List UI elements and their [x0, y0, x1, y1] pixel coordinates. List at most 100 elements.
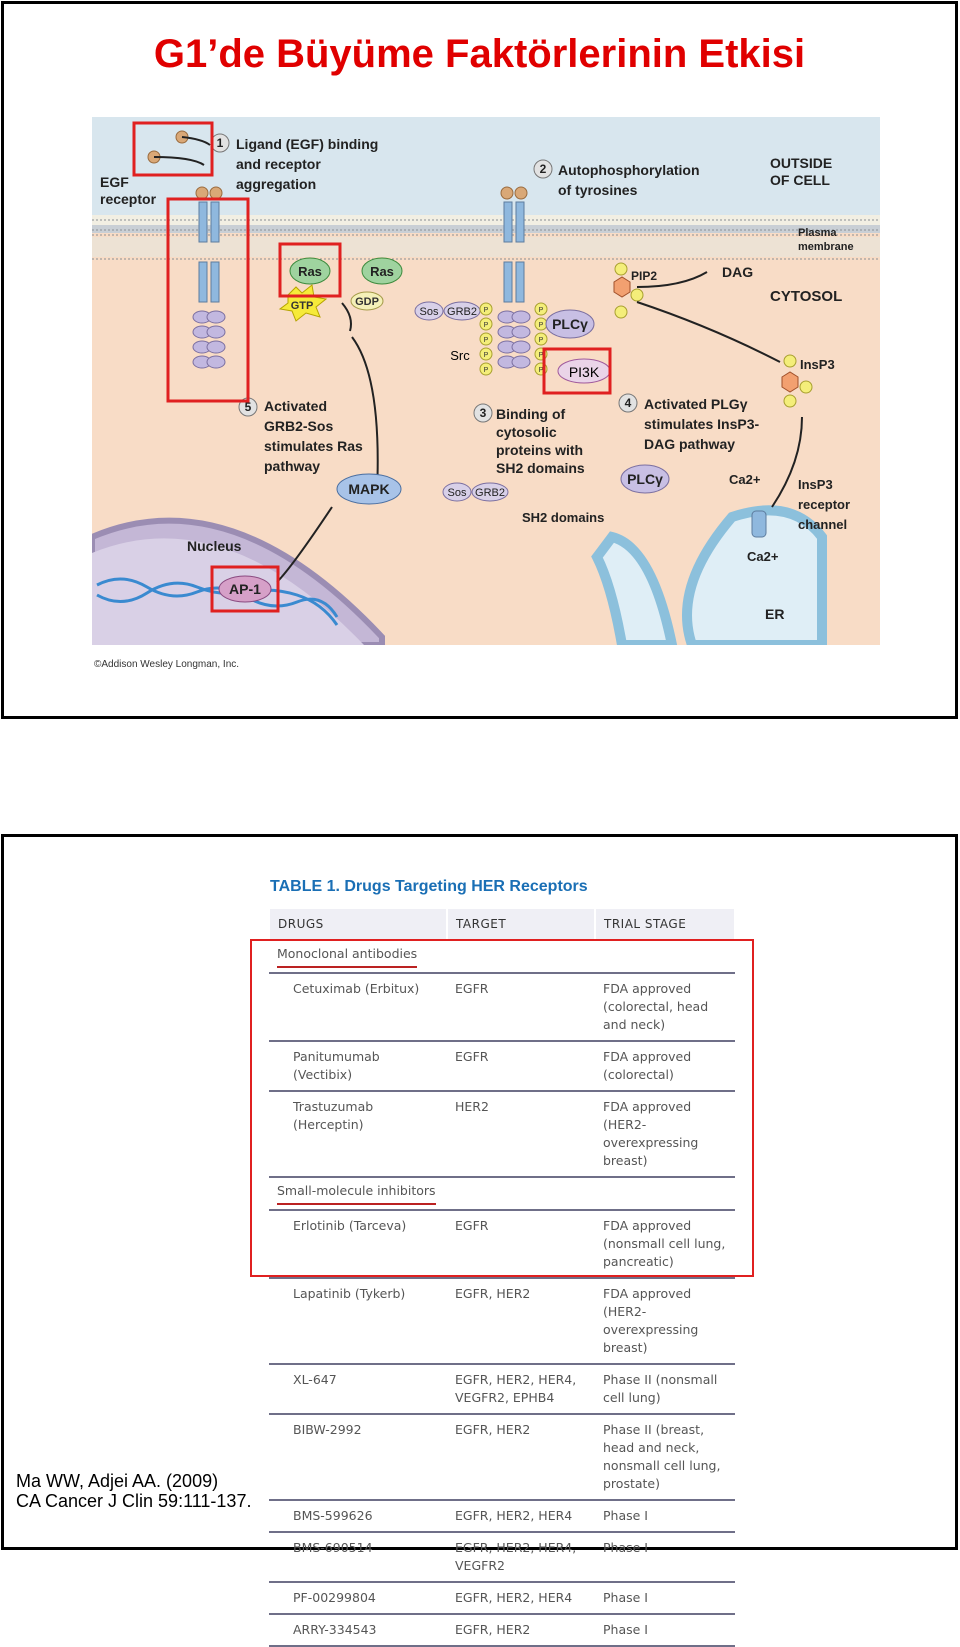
- section-label: Small-molecule inhibitors: [277, 1182, 436, 1205]
- phospho-label: P: [484, 367, 489, 374]
- outside-label-1: OUTSIDE: [770, 155, 832, 171]
- step-4-line-2: stimulates InsP3-: [644, 416, 759, 432]
- column-header-drugs: DRUGS: [268, 907, 448, 941]
- drug-cell: XL-647: [269, 1364, 447, 1415]
- egf-signaling-diagram: Ras Ras GTP GDP Sos GRB2 P P P P P P P P…: [92, 117, 880, 645]
- target-cell: EGFR, HER2, HER4: [447, 1582, 595, 1615]
- grb2-free-label: GRB2: [475, 487, 505, 499]
- target-cell: EGFR, HER2: [447, 1414, 595, 1501]
- step-4-number: 4: [625, 396, 632, 410]
- ca-er-label: Ca2+: [747, 549, 779, 564]
- column-header-trial-stage: TRIAL STAGE: [594, 907, 736, 941]
- drug-cell: Panitumumab (Vectibix): [269, 1041, 447, 1092]
- step-5-line-3: stimulates Ras: [264, 438, 363, 454]
- step-2-line-1: Autophosphorylation: [558, 162, 700, 178]
- step-3-line-4: SH2 domains: [496, 460, 585, 476]
- citation-line-2: CA Cancer J Clin 59:111-137.: [16, 1491, 252, 1511]
- step-2-number: 2: [540, 162, 547, 176]
- step-1-line-1: Ligand (EGF) binding: [236, 136, 378, 152]
- section-cell: Small-molecule inhibitors: [269, 1177, 735, 1211]
- drug-cell: Cetuximab (Erbitux): [269, 973, 447, 1042]
- table-header-row: DRUGS TARGET TRIAL STAGE: [268, 907, 736, 941]
- gtp-label: GTP: [291, 300, 314, 312]
- step-4-line-3: DAG pathway: [644, 436, 735, 452]
- step-1-line-2: and receptor: [236, 156, 321, 172]
- step-3-line-3: proteins with: [496, 442, 583, 458]
- stage-cell: Phase I: [595, 1614, 735, 1647]
- stage-cell: Phase I: [595, 1500, 735, 1533]
- step-5-line-1: Activated: [264, 398, 327, 414]
- column-header-target: TARGET: [446, 907, 596, 941]
- ca-label: Ca2+: [729, 472, 761, 487]
- target-cell: EGFR: [447, 973, 595, 1042]
- plasma-label-1: Plasma: [798, 227, 837, 239]
- slide-growth-factors: G1’de Büyüme Faktörlerinin Etkisi: [1, 1, 958, 719]
- phospho-label: P: [484, 352, 489, 359]
- drug-cell: Lapatinib (Tykerb): [269, 1278, 447, 1365]
- stage-cell: Phase II (breast, head and neck, nonsmal…: [595, 1414, 735, 1501]
- target-cell: EGFR, HER2, HER4: [447, 1500, 595, 1533]
- stage-cell: FDA approved (HER2-overexpressing breast…: [595, 1091, 735, 1178]
- plcg-free-label: PLCγ: [627, 471, 663, 487]
- slide-her-drugs: TABLE 1. Drugs Targeting HER Receptors D…: [1, 834, 958, 1647]
- er-label: ER: [765, 606, 784, 622]
- egf-receptor-label-1: EGF: [100, 174, 129, 190]
- grb2-label: GRB2: [447, 306, 477, 318]
- stage-cell: FDA approved (nonsmall cell lung, pancre…: [595, 1210, 735, 1279]
- sos-free-label: Sos: [448, 487, 467, 499]
- drug-cell: BMS-690514: [269, 1532, 447, 1583]
- phospho-label: P: [484, 337, 489, 344]
- drug-cell: Trastuzumab (Herceptin): [269, 1091, 447, 1178]
- channel-label-3: channel: [798, 517, 847, 532]
- drug-table-panel: TABLE 1. Drugs Targeting HER Receptors D…: [268, 878, 740, 1647]
- phospho-label: P: [539, 337, 544, 344]
- drug-cell: Erlotinib (Tarceva): [269, 1210, 447, 1279]
- cytosol-label: CYTOSOL: [770, 288, 842, 305]
- step-2-line-2: of tyrosines: [558, 182, 638, 198]
- pi3k-label: PI3K: [569, 364, 600, 380]
- phospho-label: P: [484, 307, 489, 314]
- table-section-row: Monoclonal antibodies: [269, 940, 735, 974]
- citation-line-1: Ma WW, Adjei AA. (2009): [16, 1471, 219, 1491]
- phospho-label: P: [539, 367, 544, 374]
- pip2-label: PIP2: [631, 269, 657, 283]
- table-section-row: Small-molecule inhibitors: [269, 1177, 735, 1211]
- diagram-copyright: ©Addison Wesley Longman, Inc.: [94, 659, 240, 670]
- insp3-label: InsP3: [800, 357, 835, 372]
- highlight-box: [250, 939, 754, 1277]
- drug-cell: BIBW-2992: [269, 1414, 447, 1501]
- stage-cell: FDA approved (HER2-overexpressing breast…: [595, 1278, 735, 1365]
- drug-cell: PF-00299804: [269, 1582, 447, 1615]
- step-3-number: 3: [480, 406, 487, 420]
- stage-cell: FDA approved (colorectal, head and neck): [595, 973, 735, 1042]
- section-label: Monoclonal antibodies: [277, 945, 418, 968]
- target-cell: EGFR, HER2, HER4, VEGFR2, EPHB4: [447, 1364, 595, 1415]
- table-title: TABLE 1. Drugs Targeting HER Receptors: [270, 878, 588, 895]
- sos-label: Sos: [420, 306, 439, 318]
- channel-label-1: InsP3: [798, 477, 833, 492]
- drug-cell: BMS-599626: [269, 1500, 447, 1533]
- phospho-label: P: [539, 352, 544, 359]
- stage-cell: Phase I: [595, 1532, 735, 1583]
- target-cell: EGFR: [447, 1041, 595, 1092]
- step-5-number: 5: [245, 400, 252, 414]
- drug-cell: ARRY-334543: [269, 1614, 447, 1647]
- step-3-line-1: Binding of: [496, 406, 566, 422]
- stage-cell: Phase I: [595, 1582, 735, 1615]
- target-cell: EGFR, HER2: [447, 1278, 595, 1365]
- step-3-line-2: cytosolic: [496, 424, 557, 440]
- stage-cell: Phase II (nonsmall cell lung): [595, 1364, 735, 1415]
- target-cell: HER2: [447, 1091, 595, 1178]
- step-5-line-2: GRB2-Sos: [264, 418, 333, 434]
- ap1-label: AP-1: [229, 581, 261, 597]
- outside-label-2: OF CELL: [770, 172, 830, 188]
- plcg-bound-label: PLCγ: [552, 316, 588, 332]
- mapk-label: MAPK: [348, 481, 389, 497]
